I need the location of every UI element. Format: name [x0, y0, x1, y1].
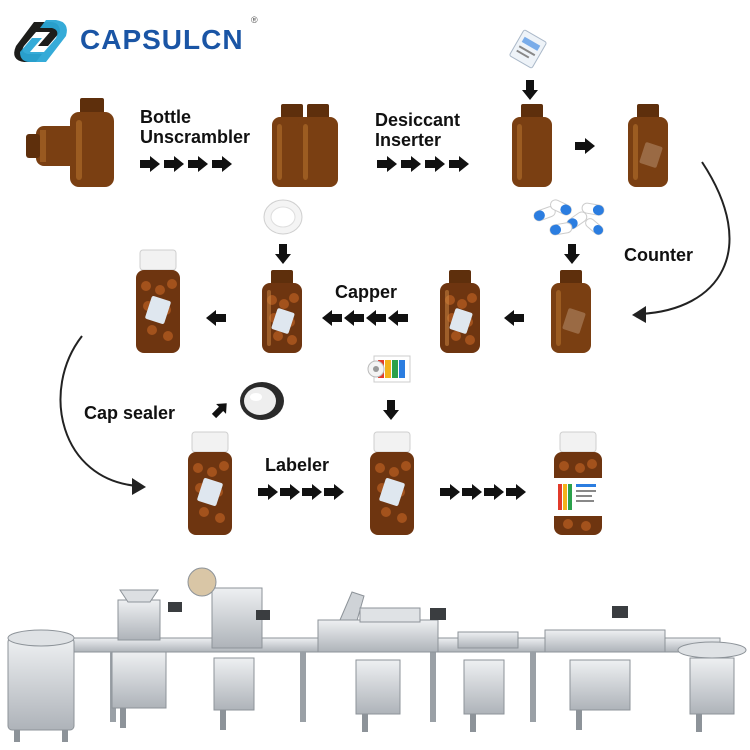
amber-bottle-empty-icon [70, 98, 114, 187]
amber-bottle-desiccant-icon [628, 104, 668, 187]
brand-name: CAPSULCN [80, 24, 244, 55]
labeled-bottle-icon [554, 431, 602, 535]
label-line: Desiccant [375, 110, 461, 130]
label-roll-icon [367, 355, 411, 383]
capped-bottle-icon [136, 249, 180, 353]
label-labeler: Labeler [265, 455, 330, 475]
amber-bottle-empty-icon [298, 104, 338, 187]
capsulcn-logo-icon [14, 20, 67, 62]
filled-bottle-icon [440, 270, 480, 353]
filled-bottle-icon [262, 270, 302, 353]
capped-bottle-icon [370, 431, 414, 535]
amber-bottle-desiccant-icon [551, 270, 591, 353]
label-line: Bottle [140, 107, 191, 127]
capsules-icon [533, 199, 605, 236]
tipped-bottle-icon [26, 126, 80, 166]
seal-foil-icon [240, 382, 284, 420]
label-bottle-unscrambler: Bottle Unscrambler [140, 107, 250, 147]
label-desiccant-inserter: Desiccant Inserter [375, 110, 460, 150]
amber-bottle-empty-icon [512, 104, 552, 187]
label-counter: Counter [624, 245, 693, 265]
label-cap-sealer: Cap sealer [84, 403, 176, 423]
registered-mark: ® [251, 15, 258, 25]
arrow-chain-icon [59, 80, 731, 500]
white-cap-icon [263, 199, 303, 235]
label-capper: Capper [335, 282, 398, 302]
production-line-image [7, 567, 747, 742]
label-line: Inserter [375, 130, 442, 150]
desiccant-packet-icon [509, 29, 547, 69]
label-line: Unscrambler [140, 127, 251, 147]
capped-bottle-icon [188, 431, 232, 535]
